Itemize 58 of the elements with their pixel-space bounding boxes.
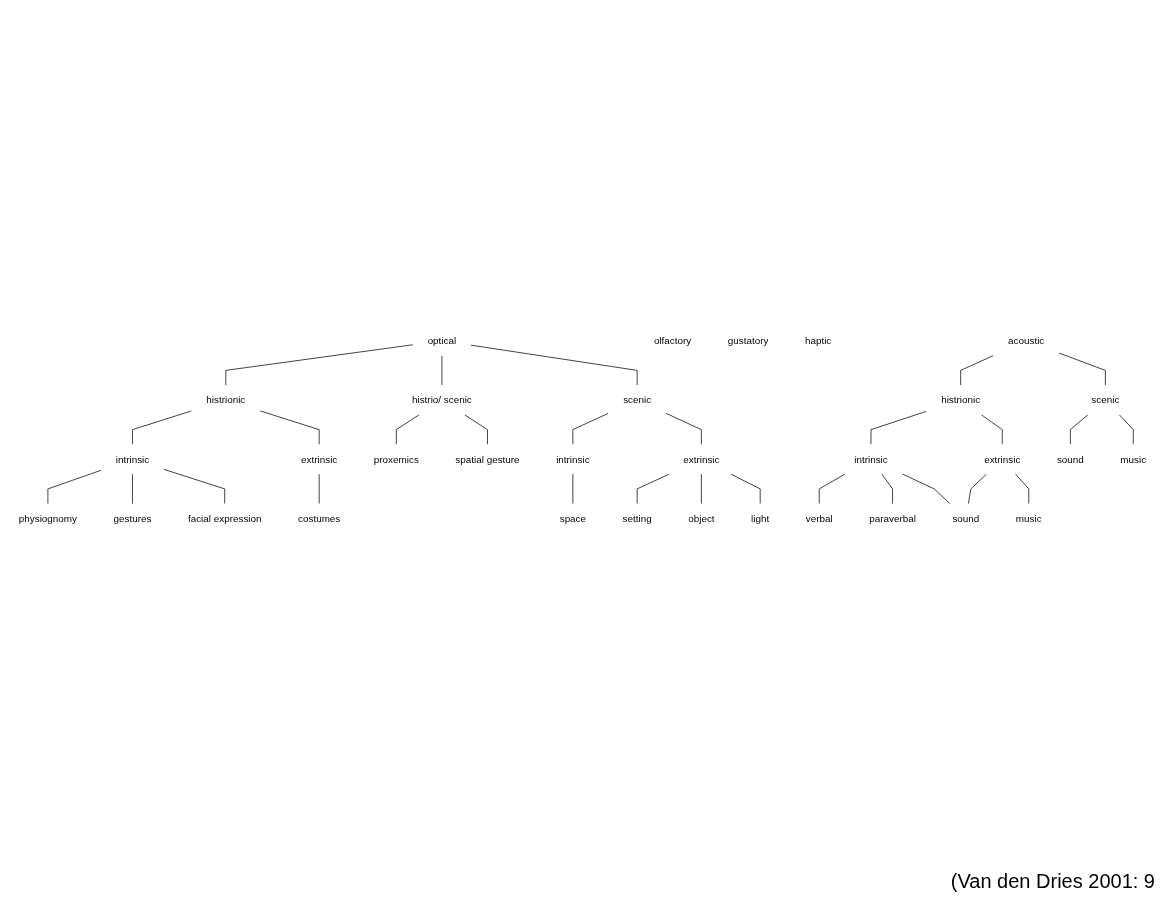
node-text: light	[751, 513, 770, 525]
connector	[870, 411, 927, 446]
node-text: object	[688, 513, 715, 525]
connector	[701, 474, 702, 505]
connector	[132, 474, 133, 505]
node-text: optical	[427, 335, 457, 347]
connector	[730, 474, 761, 505]
node-text: extrinsic	[683, 454, 720, 466]
connector	[960, 355, 994, 386]
node-text: verbal	[805, 513, 833, 525]
node-text: histrionic	[941, 394, 981, 406]
node-text: proxemics	[373, 454, 419, 466]
connector	[470, 345, 638, 386]
node-text: extrinsic	[984, 454, 1021, 466]
node-text: olfactory	[653, 335, 692, 347]
connector	[665, 413, 702, 446]
node-text: histrio/ scenic	[412, 394, 472, 406]
node-text: extrinsic	[301, 454, 338, 466]
connector	[163, 469, 226, 505]
node-text: music	[1015, 513, 1042, 525]
connector	[1118, 414, 1134, 446]
connector	[1015, 474, 1030, 505]
node-text: setting	[622, 513, 652, 525]
node-text: music	[1120, 454, 1147, 466]
connector	[881, 474, 893, 505]
connector	[1058, 353, 1106, 386]
connector	[572, 413, 609, 446]
connector	[395, 414, 420, 446]
node-text: intrinsic	[854, 454, 888, 466]
caption: (Van den Dries 2001: 9	[950, 870, 1155, 893]
node-text: haptic	[804, 335, 832, 347]
connector	[636, 474, 670, 505]
node-text: sound	[952, 513, 980, 525]
node-text: intrinsic	[115, 454, 150, 466]
node-text: space	[559, 513, 587, 525]
connector	[968, 474, 987, 505]
connector	[1070, 414, 1089, 446]
connector	[225, 344, 414, 386]
connector	[259, 410, 320, 446]
node-text: acoustic	[1008, 335, 1045, 347]
node-text: paraverbal	[869, 513, 916, 525]
node-text: facial expression	[187, 513, 262, 525]
connector	[132, 410, 192, 446]
node-text: histrionic	[206, 394, 246, 406]
connector	[818, 474, 846, 505]
node-text: scenic	[1091, 394, 1120, 406]
node-text: costumes	[298, 513, 341, 525]
connector	[981, 414, 1003, 446]
connector	[902, 474, 951, 505]
node-text: scenic	[623, 394, 652, 406]
node-text: gustatory	[727, 335, 769, 347]
node-text: intrinsic	[556, 454, 590, 466]
connector	[47, 470, 102, 505]
connector	[464, 414, 488, 446]
node-text: physiognomy	[18, 513, 77, 525]
node-text: sound	[1056, 454, 1084, 466]
node-text: gestures	[113, 513, 152, 525]
node-text: spatial gesture	[455, 454, 520, 466]
